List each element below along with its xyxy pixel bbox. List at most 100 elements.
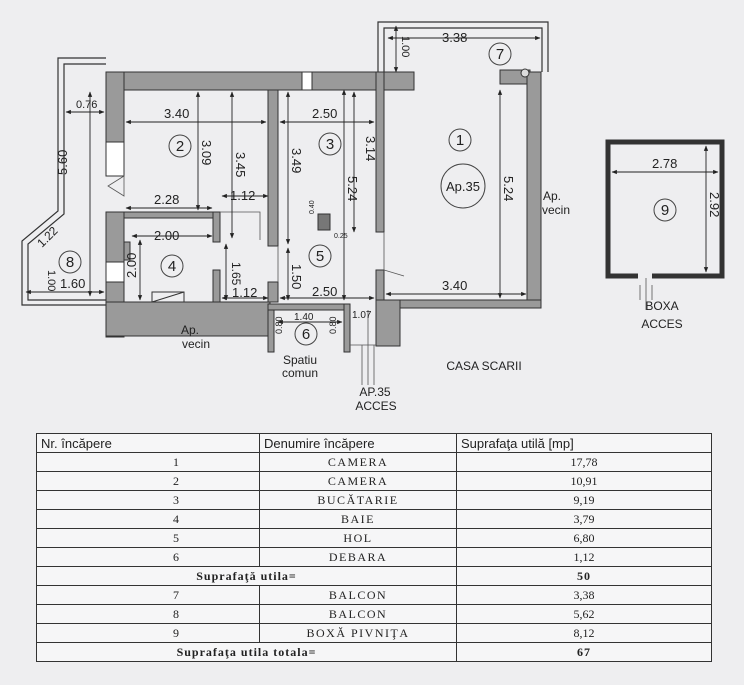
room-name-cell: HOL [259,528,457,548]
subtotal-label: Suprafaţa utila totala= [36,642,457,662]
room-5-label: 5 [316,248,324,265]
room-7-label: 7 [496,46,504,63]
room-area-table: Nr. încăpere Denumire încăpere Suprafaţa… [36,433,712,662]
room-4-label: 4 [168,258,176,275]
balcony-7-outline [377,21,549,72]
room-number-cell: 1 [36,452,260,472]
header-nr: Nr. încăpere [36,433,260,453]
dim-8-width: 1.60 [60,276,85,291]
table-subtotal-row: Suprafaţă utila=50 [36,566,712,586]
room-number-cell: 7 [36,585,260,605]
dim-2-height-b: 3.45 [233,152,248,177]
dim-wall-076: 0.76 [76,99,97,111]
fixtures [151,68,530,303]
dim-6-width: 1.40 [294,312,314,323]
cellar-box-9 [605,139,725,279]
room-2-label: 2 [176,138,184,155]
room-number-cell: 9 [36,623,260,643]
dim-9-height: 2.92 [707,192,722,217]
room-number-cell: 8 [36,604,260,624]
room-9-label: 9 [661,202,669,219]
dim-5-width: 2.50 [312,284,337,299]
table-header-row: Nr. încăpere Denumire încăpere Suprafaţa… [36,433,712,453]
dim-025: 0.25 [334,233,348,240]
windows [105,71,313,283]
room-area-cell: 8,12 [456,623,712,643]
dim-6-080-a: 0.80 [274,316,284,334]
room-number-cell: 6 [36,547,260,567]
dim-112-top: 1.12 [230,188,255,203]
walls [105,69,542,353]
room-area-cell: 1,12 [456,547,712,567]
subtotal-value: 67 [456,642,712,662]
dim-2-width: 3.40 [164,106,189,121]
dim-4-height: 2.00 [124,253,139,278]
room-3-label: 3 [326,136,334,153]
room-area-cell: 5,62 [456,604,712,624]
room-numbers: 2 3 1 Ap.35 4 5 6 7 8 9 [66,46,669,343]
dim-9-width: 2.78 [652,156,677,171]
dim-228: 2.28 [154,192,179,207]
dim-3-width: 2.50 [312,106,337,121]
casa-scarii: CASA SCARII [446,359,521,373]
room-number-cell: 2 [36,471,260,491]
room-name-cell: CAMERA [259,452,457,472]
room-area-cell: 17,78 [456,452,712,472]
dim-5-height: 5.24 [345,176,360,201]
room-area-cell: 6,80 [456,528,712,548]
dimension-texts: 3.38 1.00 0.76 3.40 3.09 3.45 2.50 3.49 … [34,30,722,334]
door-swings [107,175,405,346]
dim-5-150: 1.50 [289,264,304,289]
header-area: Suprafaţa utilă [mp] [456,433,712,453]
floor-plan: 3.38 1.00 0.76 3.40 3.09 3.45 2.50 3.49 … [21,21,725,413]
dim-6-080-b: 0.80 [328,316,338,334]
dim-107: 1.07 [352,310,372,321]
room-area-cell: 3,79 [456,509,712,529]
room-1-ap: Ap.35 [446,179,480,194]
dim-2-height: 3.09 [199,140,214,165]
balcony-8-outline [21,57,106,306]
room-markers [58,42,677,346]
dim-3-height: 3.49 [289,148,304,173]
room-number-cell: 4 [36,509,260,529]
room-8-label: 8 [66,254,74,271]
dim-3-height-b: 3.14 [363,136,378,161]
dim-040: 0.40 [309,200,316,214]
room-area-cell: 10,91 [456,471,712,491]
header-name: Denumire încăpere [259,433,457,453]
subtotal-label: Suprafaţă utila= [36,566,457,586]
room-name-cell: CAMERA [259,471,457,491]
ap-vecin-bottom: Ap.vecin [181,323,210,351]
dimension-lines [25,25,719,325]
dim-112-bottom: 1.12 [232,285,257,300]
room-area-cell: 9,19 [456,490,712,510]
dim-8-height: 5.60 [55,150,70,175]
room-name-cell: BOXĂ PIVNIŢA [259,623,457,643]
subtotal-value: 50 [456,566,712,586]
room-name-cell: DEBARA [259,547,457,567]
dim-1-height: 5.24 [501,176,516,201]
dim-1-width: 3.40 [442,278,467,293]
room-number-cell: 3 [36,490,260,510]
room-area-cell: 3,38 [456,585,712,605]
room-name-cell: BAIE [259,509,457,529]
room-name-cell: BUCĂTARIE [259,490,457,510]
room-number-cell: 5 [36,528,260,548]
entrance-arrow [361,310,375,385]
ap-vecin-right: Ap.vecin [542,189,570,217]
dim-7-width: 3.38 [442,30,467,45]
room-1-label: 1 [456,132,464,149]
boxa-access-arrow [639,278,653,310]
room-name-cell: BALCON [259,604,457,624]
